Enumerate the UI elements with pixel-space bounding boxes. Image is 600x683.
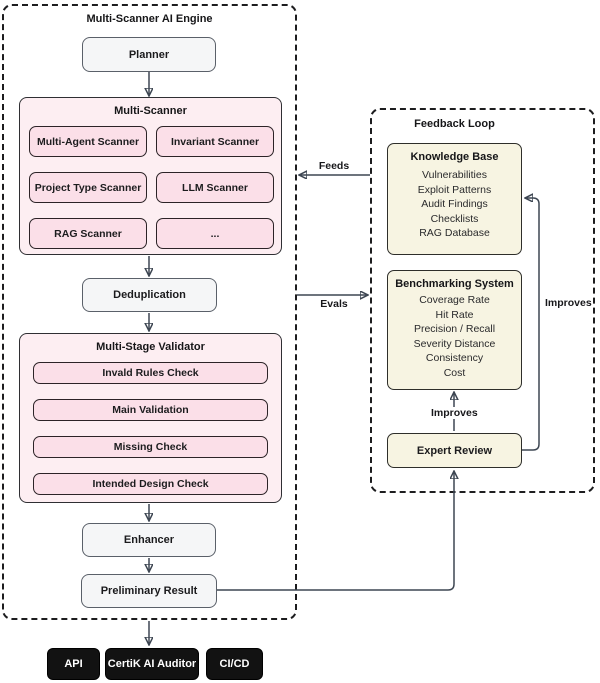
- scanner-node-multi-agent: Multi-Agent Scanner: [29, 126, 147, 157]
- kb-item-rag-database: RAG Database: [419, 227, 490, 240]
- bench-item-cost: Cost: [443, 366, 466, 379]
- benchmarking-title: Benchmarking System: [395, 278, 514, 290]
- scanner-node-project-type: Project Type Scanner: [29, 172, 147, 203]
- kb-item-exploit-patterns: Exploit Patterns: [417, 183, 492, 196]
- stage-node-invalid-rules-check: Invald Rules Check: [33, 362, 268, 384]
- bench-item-consistency: Consistency: [425, 352, 484, 365]
- evals-edge-label: Evals: [320, 298, 348, 310]
- knowledge-base-title: Knowledge Base: [410, 151, 499, 163]
- scanner-node-llm: LLM Scanner: [156, 172, 274, 203]
- engine-group-title: Multi-Scanner AI Engine: [86, 13, 213, 25]
- multi-scanner-title: Multi-Scanner: [114, 105, 187, 117]
- knowledge-base-node: Knowledge Base Vulnerabilities Exploit P…: [387, 143, 522, 255]
- stage-node-intended-design-check: Intended Design Check: [33, 473, 268, 495]
- validator-container: Multi-Stage Validator Invald Rules Check…: [19, 333, 282, 503]
- multi-scanner-container: Multi-Scanner Multi-Agent Scanner Invari…: [19, 97, 282, 255]
- enhancer-node: Enhancer: [82, 523, 216, 557]
- benchmarking-system-node: Benchmarking System Coverage Rate Hit Ra…: [387, 270, 522, 390]
- validator-title: Multi-Stage Validator: [96, 341, 205, 353]
- expert-review-label: Expert Review: [416, 444, 493, 457]
- kb-item-audit-findings: Audit Findings: [421, 198, 488, 211]
- output-cicd-node: CI/CD: [206, 648, 263, 680]
- bench-item-precision-recall: Precision / Recall: [413, 323, 496, 336]
- engine-group-box: [2, 4, 297, 620]
- deduplication-node: Deduplication: [82, 278, 217, 312]
- feedback-loop-group-box: [370, 108, 595, 493]
- planner-node: Planner: [82, 37, 216, 72]
- validator-stages: Invald Rules Check Main Validation Missi…: [33, 362, 268, 510]
- scanner-node-ellipsis: ...: [156, 218, 274, 249]
- preliminary-result-node: Preliminary Result: [81, 574, 217, 608]
- bench-item-coverage-rate: Coverage Rate: [419, 294, 490, 306]
- expert-review-node: Expert Review: [387, 433, 522, 468]
- scanner-node-invariant: Invariant Scanner: [156, 126, 274, 157]
- feedback-loop-title: Feedback Loop: [414, 118, 495, 130]
- bench-item-severity-distance: Severity Distance: [413, 337, 496, 350]
- stage-node-missing-check: Missing Check: [33, 436, 268, 458]
- bench-item-hit-rate: Hit Rate: [435, 308, 474, 321]
- output-certik-ai-auditor-node: CertiK AI Auditor: [105, 648, 199, 680]
- kb-item-vulnerabilities: Vulnerabilities: [422, 169, 487, 181]
- scanner-node-rag: RAG Scanner: [29, 218, 147, 249]
- improves-right-edge-label: Improves: [545, 297, 592, 309]
- stage-node-main-validation: Main Validation: [33, 399, 268, 421]
- improves-center-edge-label: Improves: [428, 407, 481, 419]
- feeds-edge-label: Feeds: [318, 160, 350, 172]
- kb-item-checklists: Checklists: [430, 212, 479, 225]
- output-api-node: API: [47, 648, 100, 680]
- scanner-grid: Multi-Agent Scanner Invariant Scanner Pr…: [29, 126, 274, 249]
